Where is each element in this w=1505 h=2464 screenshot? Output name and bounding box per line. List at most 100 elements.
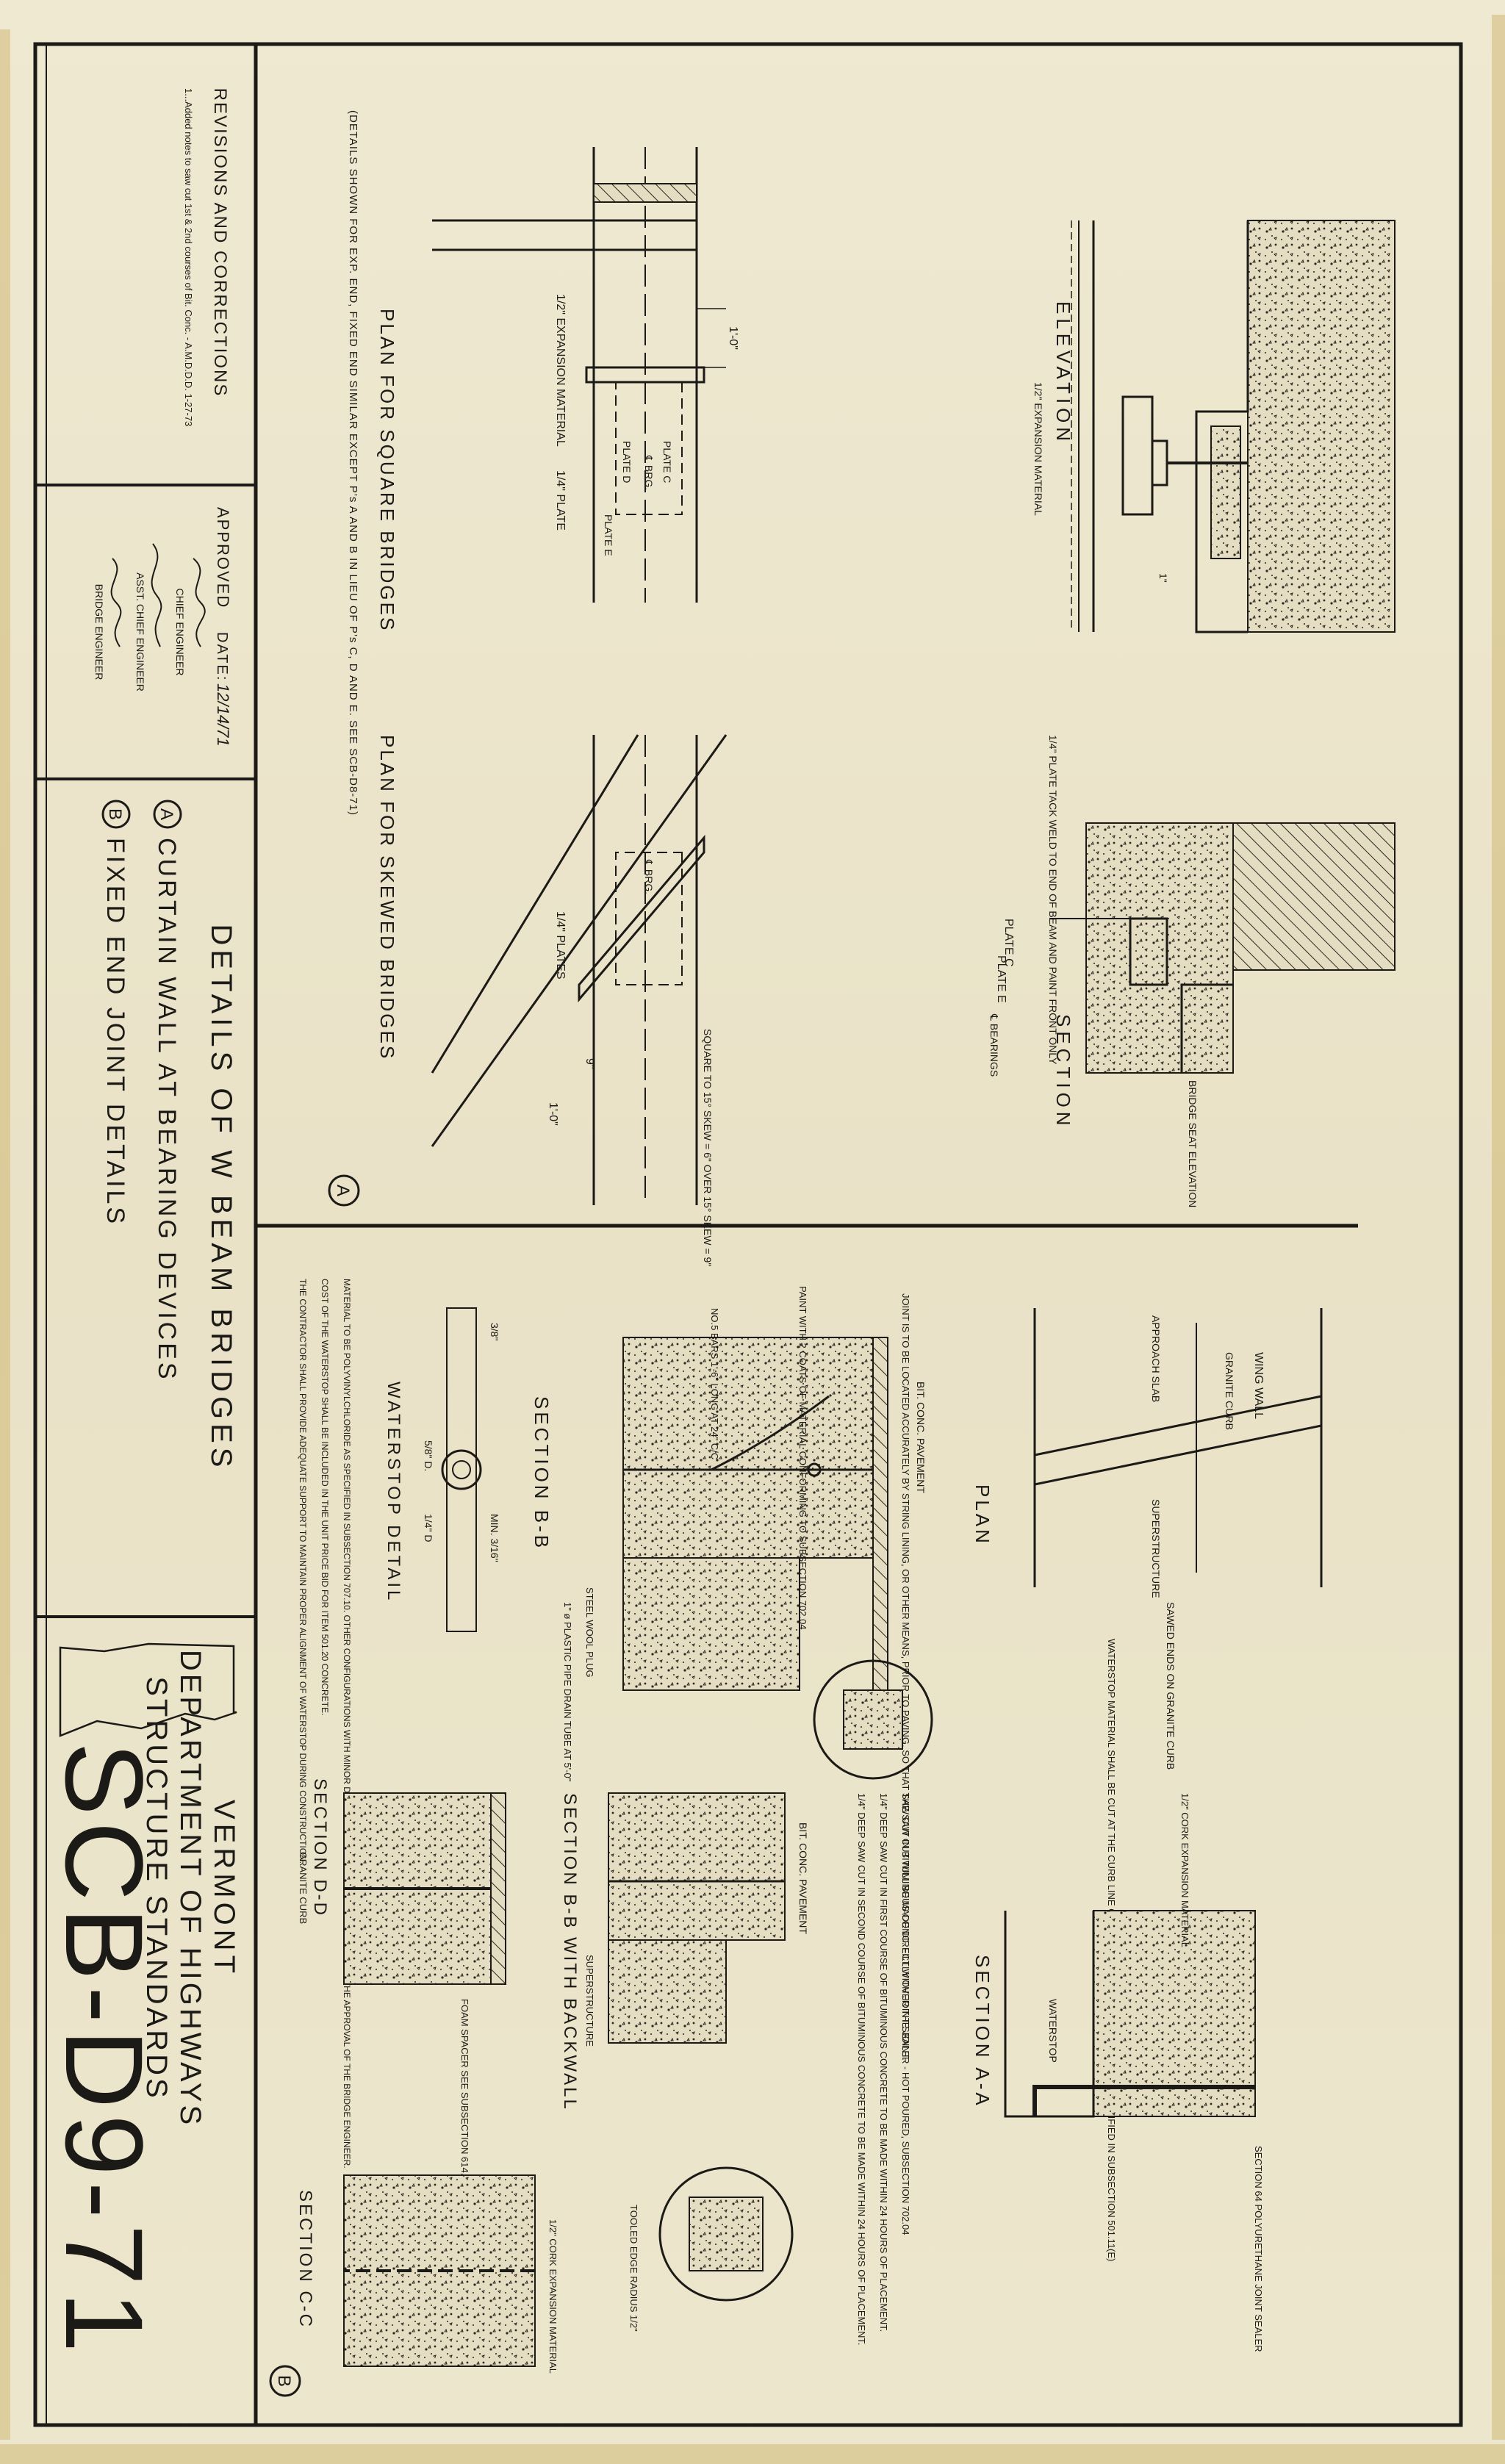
label-approach-slab: APPROACH SLAB (1150, 1315, 1162, 1402)
note-joint: JOINT IS TO BE LOCATED ACCURATELY BY STR… (900, 1293, 911, 2061)
agency-block: VERMONT DEPARTMENT OF HIGHWAYS STRUCTURE… (43, 1642, 240, 2359)
joint-detail-circle: SAW CUT IN BITUMINOUS CONC. FILL WITH JO… (813, 1659, 933, 2346)
item-b-text: FIXED END JOINT DETAILS (101, 838, 129, 1226)
label-brg-square: ℄ BRG. (643, 455, 655, 490)
outer-border (33, 42, 1463, 2427)
label-superstructure-plan: SUPERSTRUCTURE (1150, 1499, 1162, 1598)
label-plate-e: PLATE E (603, 514, 614, 556)
label-plate-c-sec: PLATE C (1002, 919, 1015, 967)
item-a-text: CURTAIN WALL AT BEARING DEVICES (153, 838, 181, 1382)
panel-a-circle (328, 1174, 360, 1207)
note-waterstop-spec: MATERIAL TO BE POLYVINYLCHLORIDE AS SPEC… (342, 1279, 352, 2169)
section-bb-backwall: BIT. CONC. PAVEMENT SECTION B-B WITH BAC… (560, 1792, 809, 2111)
signature-asst (151, 543, 162, 647)
approval-block: APPROVED DATE: 12/14/71 CHIEF ENGINEER A… (93, 507, 232, 747)
label-waterstop-aa: WATERSTOP (1047, 1999, 1059, 2063)
section-dd: SECTION D-D GRANITE CURB FOAM SPACER SEE… (298, 1778, 506, 2199)
section-bb-backwall-title: SECTION B-B WITH BACKWALL (560, 1793, 580, 2111)
label-drain-tube: 1" ø PLASTIC PIPE DRAIN TUBE AT 5'-0" (562, 1602, 573, 1782)
circle-b-marker (101, 800, 131, 829)
revisions-block: REVISIONS AND CORRECTIONS 1...Added note… (183, 88, 230, 427)
panel-b: WING WALL GRANITE CURB APPROACH SLAB SUP… (269, 1279, 1323, 2397)
panel-a: 1'-0" 1/2" EXPANSION MATERIAL 1/4" PLATE… (328, 110, 1396, 1266)
label-cork-cc: 1/2" CORK EXPANSION MATERIAL (547, 2219, 558, 2374)
label-granite-curb-dd: GRANITE CURB (298, 1852, 309, 1924)
note-saw-cut: SAW CUT IN BITUMINOUS CONC. FILL WITH JO… (900, 1793, 911, 2235)
label-waterstop-dim-3-8: 3/8" (489, 1323, 500, 1340)
revisions-heading: REVISIONS AND CORRECTIONS (210, 88, 230, 398)
label-bit-conc-2: BIT. CONC. PAVEMENT (797, 1822, 809, 1934)
label-foam-spacer: FOAM SPACER SEE SUBSECTION 614.06(C) (459, 1999, 470, 2199)
agency-line1: VERMONT (208, 1800, 240, 1978)
panel-a-circle-label: A (333, 1185, 353, 1196)
plan-square-title: PLAN FOR SQUARE BRIDGES (376, 309, 398, 632)
label-sawed-ends: SAWED ENDS ON GRANITE CURB (1165, 1602, 1177, 1770)
drawing-title: DETAILS OF W BEAM BRIDGES (205, 924, 237, 1472)
item-a-marker: A (157, 808, 176, 820)
date-value: 12/14/71 (214, 683, 232, 747)
note-deep-saw-first: 1/4" DEEP SAW CUT IN FIRST COURSE OF BIT… (878, 1793, 889, 2332)
label-tooled-edge: TOOLED EDGE RADIUS 1/2" (628, 2205, 639, 2332)
label-granite-curb: GRANITE CURB (1224, 1352, 1235, 1430)
section-aa-title: SECTION A-A (971, 1955, 994, 2108)
note-deep-saw-second: 1/4" DEEP SAW CUT IN SECOND COURSE OF BI… (856, 1793, 867, 2346)
label-quarter-plates: 1/4" PLATES (554, 911, 567, 980)
section-dd-title: SECTION D-D (310, 1778, 330, 1917)
section-bb: NO.5 BARS 1'-6" LONG AT 24" C/C PAINT WI… (531, 1286, 927, 2061)
drawing-title-block: DETAILS OF W BEAM BRIDGES A CURTAIN WALL… (101, 800, 237, 1472)
dim-skew-9: 9" (583, 1058, 596, 1069)
dim-skew-1: 1'-0" (547, 1102, 559, 1126)
agency-line2: DEPARTMENT OF HIGHWAYS (174, 1650, 206, 2127)
label-plate-e-sec: PLATE E (995, 955, 1007, 1003)
plan-square-note: (DETAILS SHOWN FOR EXP. END, FIXED END S… (347, 110, 359, 816)
section-cc: SECTION C-C 1/2" CORK EXPANSION MATERIAL… (269, 2174, 558, 2397)
label-expansion-material-elev: 1/2" EXPANSION MATERIAL (1032, 382, 1044, 516)
plan-b: WING WALL GRANITE CURB APPROACH SLAB SUP… (971, 1308, 1323, 2261)
elevation-view: ELEVATION 1/2" EXPANSION MATERIAL 1" (1032, 220, 1396, 633)
label-plate-d: PLATE D (621, 441, 633, 483)
plan-skewed-bridges: 1/4" PLATES SQUARE TO 15° SKEW = 6" OVER… (328, 734, 728, 1266)
label-square-to: SQUARE TO 15° SKEW = 6" OVER 15° SKEW = … (702, 1029, 714, 1266)
plan-b-title: PLAN (971, 1484, 994, 1546)
agency-line3: STRUCTURE STANDARDS (140, 1676, 173, 2101)
date-label: DATE: (214, 632, 230, 681)
label-steel-wool: STEEL WOOL PLUG (584, 1587, 595, 1678)
section-view: 1/4" PLATE TACK WELD TO END OF BEAM AND … (988, 735, 1396, 1207)
label-waterstop-dim-5-8: 5/8" D. (423, 1440, 434, 1471)
sheet-number: SCB-D9-71 (43, 1742, 166, 2359)
dim-elev-1: 1" (1157, 573, 1169, 583)
elevation-title: ELEVATION (1052, 301, 1074, 445)
panel-b-circle-label: B (274, 2375, 294, 2387)
tape-right-edge (1492, 15, 1505, 2440)
note-support: THE CONTRACTOR SHALL PROVIDE ADEQUATE SU… (298, 1279, 308, 1864)
plan-square-bridges: 1'-0" 1/2" EXPANSION MATERIAL 1/4" PLATE… (347, 110, 739, 816)
signer-asst: ASST. CHIEF ENGINEER (134, 572, 146, 692)
note-paint: PAINT WITH 2 COATS OF MATERIAL CONFORMIN… (797, 1286, 808, 1630)
label-superstructure-bb: SUPERSTRUCTURE (584, 1955, 595, 2047)
panel-b-circle (269, 2365, 301, 2397)
section-bb-title: SECTION B-B (531, 1396, 553, 1551)
label-no5-bars: NO.5 BARS 1'-6" LONG AT 24" C/C (709, 1308, 720, 1459)
vermont-outline (59, 1642, 237, 1737)
label-polyurethane: SECTION 64 POLYURETHANE JOINT SEALER (1253, 2146, 1264, 2352)
dim-square-1: 1'-0" (727, 326, 739, 350)
revisions-entry: 1...Added notes to saw cut 1st & 2nd cou… (183, 88, 194, 426)
signature-chief (193, 558, 206, 647)
label-expansion-material-square: 1/2" EXPANSION MATERIAL (554, 294, 567, 447)
label-wing-wall: WING WALL (1252, 1352, 1265, 1419)
section-aa: SECTION A-A SECTION 64 POLYURETHANE JOIN… (971, 1793, 1264, 2352)
signer-bridge: BRIDGE ENGINEER (93, 584, 105, 680)
label-cork-expansion: 1/2" CORK EXPANSION MATERIAL (1179, 1793, 1190, 1947)
label-quarter-plate: 1/4" PLATE (554, 470, 567, 531)
circle-a-marker (153, 800, 182, 829)
label-dia: 1/4" D (423, 1514, 434, 1542)
foam-detail-circle: TOOLED EDGE RADIUS 1/2" (628, 2166, 794, 2332)
label-brg-skewed: ℄ BRG. (643, 859, 655, 894)
tape-bottom-edge (0, 2444, 1505, 2464)
note-cost: COST OF THE WATERSTOP SHALL BE INCLUDED … (320, 1279, 330, 1715)
signature-bridge (110, 558, 122, 647)
label-plate-c: PLATE C (661, 441, 673, 483)
